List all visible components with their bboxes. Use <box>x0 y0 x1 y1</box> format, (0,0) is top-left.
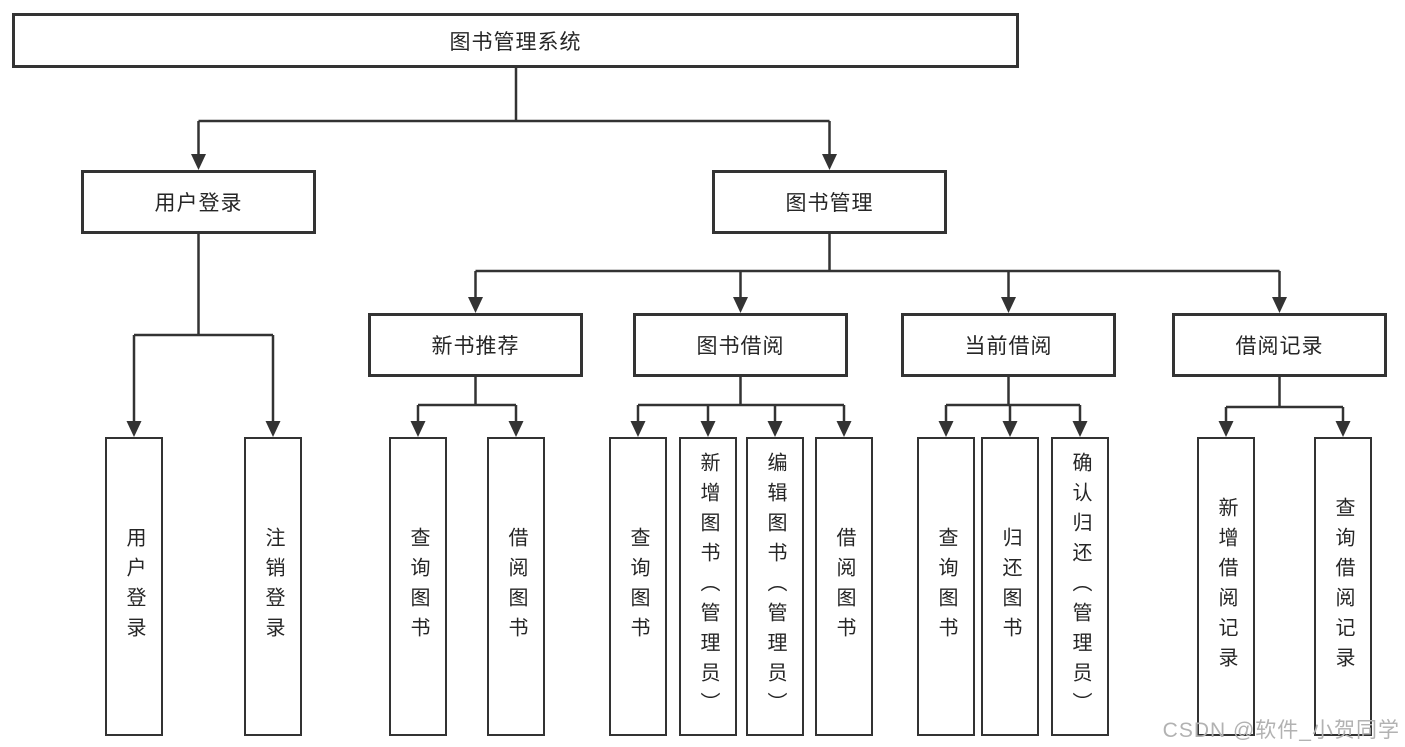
connector-book-borrowing-children <box>630 377 852 437</box>
node-label: 借阅记录 <box>1235 335 1324 358</box>
node-book-borrowing: 图书借阅 <box>633 313 848 377</box>
leaf-query-books: 查询图书 <box>917 437 975 736</box>
node-label: 用户登录 <box>154 192 243 215</box>
leaf-label: 编辑图书（管理员） <box>764 451 786 722</box>
leaf-label: 归还图书 <box>999 526 1021 647</box>
connector-borrowing-records-children <box>1218 377 1351 437</box>
node-label: 图书管理系统 <box>449 30 582 54</box>
leaf-label: 借阅图书 <box>505 526 527 647</box>
csdn-watermark: CSDN @软件_小贺同学 <box>1162 719 1400 742</box>
node-borrowing-records: 借阅记录 <box>1172 313 1387 377</box>
leaf-query-books: 查询图书 <box>609 437 667 736</box>
leaf-label: 查询借阅记录 <box>1332 496 1354 677</box>
leaf-return-books: 归还图书 <box>981 437 1039 736</box>
leaf-add-books-admin: 新增图书（管理员） <box>679 437 737 736</box>
leaf-label: 新增借阅记录 <box>1215 496 1237 677</box>
connector-new-book-recommendation-children <box>410 377 524 437</box>
leaf-borrow-books: 借阅图书 <box>487 437 545 736</box>
leaf-label: 新增图书（管理员） <box>697 451 719 722</box>
node-new-book-recommendation: 新书推荐 <box>368 313 583 377</box>
leaf-label: 查询图书 <box>407 526 429 647</box>
leaf-label: 借阅图书 <box>833 526 855 647</box>
leaf-label: 注销登录 <box>262 526 284 647</box>
node-label: 当前借阅 <box>964 335 1053 358</box>
leaf-label: 查询图书 <box>935 526 957 647</box>
connector-user-login-children <box>126 234 281 437</box>
node-library-management-system: 图书管理系统 <box>12 13 1019 68</box>
node-label: 图书借阅 <box>696 335 785 358</box>
connector-book-management-children <box>468 234 1287 313</box>
node-user-login: 用户登录 <box>81 170 316 234</box>
leaf-query-borrow-record: 查询借阅记录 <box>1314 437 1372 736</box>
node-label: 新书推荐 <box>431 335 520 358</box>
node-book-management: 图书管理 <box>712 170 947 234</box>
leaf-logout: 注销登录 <box>244 437 302 736</box>
leaf-confirm-return-admin: 确认归还（管理员） <box>1051 437 1109 736</box>
node-label: 图书管理 <box>785 192 874 215</box>
leaf-user-login: 用户登录 <box>105 437 163 736</box>
connector-root-to-level2 <box>191 68 837 170</box>
leaf-borrow-books: 借阅图书 <box>815 437 873 736</box>
connector-current-borrowing-children <box>938 377 1088 437</box>
leaf-query-books: 查询图书 <box>389 437 447 736</box>
leaf-label: 用户登录 <box>123 526 145 647</box>
leaf-label: 确认归还（管理员） <box>1069 451 1091 722</box>
leaf-label: 查询图书 <box>627 526 649 647</box>
leaf-add-borrow-record: 新增借阅记录 <box>1197 437 1255 736</box>
node-current-borrowing: 当前借阅 <box>901 313 1116 377</box>
leaf-edit-books-admin: 编辑图书（管理员） <box>746 437 804 736</box>
